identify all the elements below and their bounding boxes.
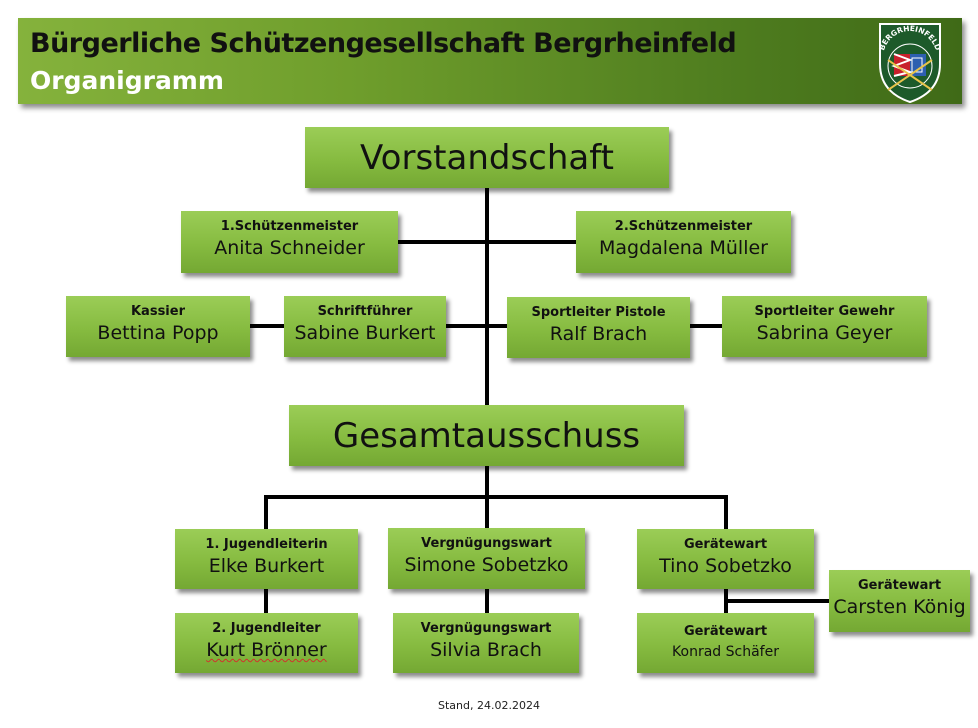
schuetzenmeister2-role: 2.Schützenmeister [614, 219, 753, 234]
schuetzenmeister1-box: 1.Schützenmeister Anita Schneider [181, 211, 398, 273]
header-banner: Bürgerliche Schützengesellschaft Bergrhe… [18, 18, 962, 104]
geraetewart3-role: Gerätewart [683, 624, 768, 639]
geraetewart1-box: Gerätewart Tino Sobetzko [637, 529, 814, 589]
page-title: Bürgerliche Schützengesellschaft Bergrhe… [30, 28, 737, 59]
jugendleiter2-name: Kurt Brönner [175, 639, 358, 661]
schuetzenmeister2-name: Magdalena Müller [599, 237, 768, 259]
vergnuegungswart1-role: Vergnügungswart [421, 536, 552, 551]
vergnuegungswart2-role: Vergnügungswart [420, 621, 552, 636]
footer-stand: Stand, 24.02.2024 [438, 699, 540, 712]
sportleiter-pistole-name: Ralf Brach [549, 323, 648, 345]
sportleiter-gewehr-box: Sportleiter Gewehr Sabrina Geyer [722, 296, 927, 357]
vergnuegungswart2-box: Vergnügungswart Silvia Brach [393, 613, 579, 673]
sportleiter-gewehr-role: Sportleiter Gewehr [754, 304, 895, 319]
club-crest-icon: BERGRHEINFELD [877, 23, 943, 104]
jugendleiter2-box: 2. Jugendleiter Kurt Brönner [175, 613, 358, 673]
jugendleiter2-name-text: Kurt Brönner [206, 639, 327, 661]
kassier-name: Bettina Popp [97, 322, 219, 344]
jugendleiterin1-role: 1. Jugendleiterin [205, 537, 328, 552]
geraetewart3-name: Konrad Schäfer [672, 644, 779, 660]
vergnuegungswart2-name: Silvia Brach [430, 639, 542, 661]
gesamtausschuss-box: Gesamtausschuss [289, 405, 684, 466]
geraetewart3-box: Gerätewart Konrad Schäfer [637, 613, 814, 673]
sportleiter-gewehr-name: Sabrina Geyer [756, 322, 893, 344]
kassier-role: Kassier [130, 304, 185, 319]
schuetzenmeister2-box: 2.Schützenmeister Magdalena Müller [576, 211, 791, 273]
schriftfuehrer-name: Sabine Burkert [294, 322, 436, 344]
schriftfuehrer-box: Schriftführer Sabine Burkert [284, 296, 446, 357]
geraetewart1-name: Tino Sobetzko [659, 555, 792, 577]
page-subtitle: Organigramm [30, 66, 224, 95]
gesamtausschuss-label: Gesamtausschuss [332, 416, 641, 456]
vergnuegungswart1-name: Simone Sobetzko [404, 554, 569, 576]
jugendleiterin1-name: Elke Burkert [208, 555, 325, 577]
geraetewart2-box: Gerätewart Carsten König [829, 570, 970, 632]
geraetewart2-name: Carsten König [833, 596, 966, 618]
jugendleiterin1-box: 1. Jugendleiterin Elke Burkert [175, 529, 358, 589]
vorstandschaft-box: Vorstandschaft [305, 127, 669, 188]
vergnuegungswart1-box: Vergnügungswart Simone Sobetzko [388, 528, 585, 589]
schuetzenmeister1-role: 1.Schützenmeister [220, 219, 359, 234]
schriftfuehrer-role: Schriftführer [317, 304, 413, 319]
jugendleiter2-role: 2. Jugendleiter [212, 621, 321, 636]
schuetzenmeister1-name: Anita Schneider [214, 237, 365, 259]
vorstandschaft-label: Vorstandschaft [360, 138, 614, 178]
sportleiter-pistole-box: Sportleiter Pistole Ralf Brach [507, 297, 690, 358]
geraetewart1-role: Gerätewart [683, 537, 768, 552]
geraetewart2-role: Gerätewart [857, 578, 942, 593]
sportleiter-pistole-role: Sportleiter Pistole [531, 305, 666, 320]
kassier-box: Kassier Bettina Popp [66, 296, 250, 357]
